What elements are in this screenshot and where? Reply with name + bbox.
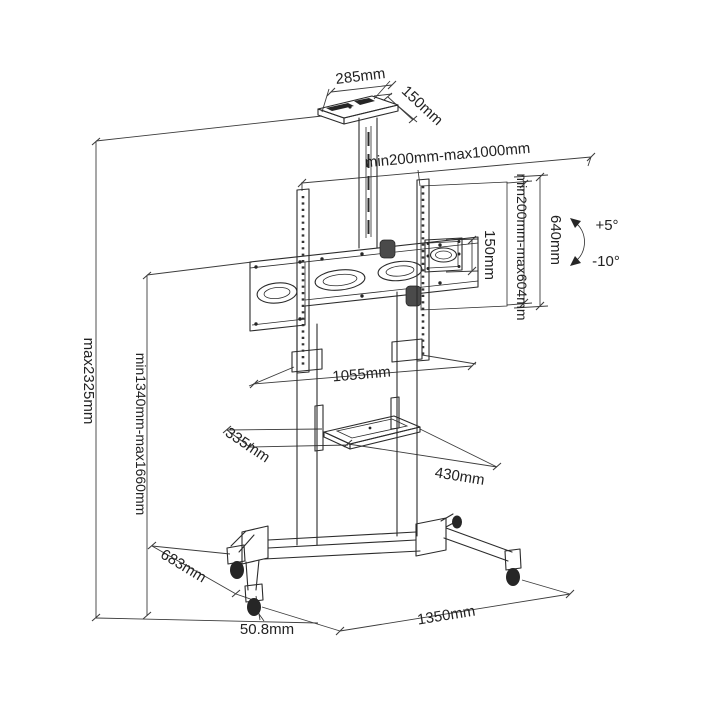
display-outline [420, 181, 508, 311]
label-mount-width-range: min200mm-max1000mm [364, 140, 531, 171]
label-screen-height-range: min1340mm-max1660mm [133, 353, 149, 516]
shelf-bracket-right [390, 396, 400, 430]
tilt-knob [379, 239, 396, 259]
label-tilt-down: -10° [592, 253, 620, 270]
label-base-width: 1350mm [416, 603, 476, 629]
dim-mount-height [513, 172, 549, 311]
caster-front-left [247, 598, 261, 616]
label-rail-width: 1055mm [332, 364, 392, 386]
tilt-arrow-down [570, 256, 581, 266]
height-collar-left [291, 348, 323, 373]
caster-rear-left [230, 561, 244, 579]
av-shelf [314, 396, 421, 452]
dim-screen-height-range [142, 261, 253, 620]
label-tray-width: 285mm [335, 65, 387, 88]
dim-total-height [91, 115, 323, 624]
height-collar-right [391, 338, 423, 363]
label-tilt-up: +5° [595, 217, 618, 234]
dim-rail-width [248, 354, 477, 389]
label-base-depth: 683mm [157, 546, 209, 586]
label-shelf-depth: 335mm [222, 424, 273, 466]
dimension-labels: 285mm 150mm min200mm-max1000mm min200mm-… [80, 65, 620, 638]
leg-front-right [443, 527, 513, 562]
dim-shelf-depth [222, 425, 349, 451]
center-pole [358, 117, 378, 249]
vesa-strip-right [416, 178, 430, 362]
caster-rear-right [452, 515, 462, 529]
leg-rear-left [230, 530, 255, 553]
dim-mount-width-range [297, 152, 596, 191]
caster-front-right [506, 568, 520, 586]
dim-tray-depth [373, 92, 418, 124]
base-crossbar [263, 531, 421, 560]
vesa-strip-left [296, 188, 310, 374]
label-caster-size: 50.8mm [240, 621, 294, 638]
label-adapter-height: 150mm [481, 230, 498, 280]
camera-tray [317, 95, 399, 125]
base-frame [226, 513, 522, 622]
adapter-bracket [424, 237, 463, 273]
label-mount-height: 640mm [547, 215, 564, 265]
label-total-height: max2325mm [80, 338, 97, 425]
tilt-arrow-up [570, 218, 581, 228]
base-block-right [415, 517, 447, 557]
tilt-arrows [570, 218, 585, 266]
lock-knob [405, 285, 422, 307]
dim-shelf-width [343, 428, 502, 471]
label-mount-height-range: min200mm-max604mm [514, 173, 530, 320]
label-tray-depth: 150mm [398, 82, 446, 129]
dim-base-width [261, 579, 575, 636]
base-block-left [241, 525, 269, 565]
dim-mount-height-range [506, 179, 533, 308]
label-shelf-width: 430mm [434, 464, 486, 489]
shelf-bracket-left [314, 404, 324, 452]
